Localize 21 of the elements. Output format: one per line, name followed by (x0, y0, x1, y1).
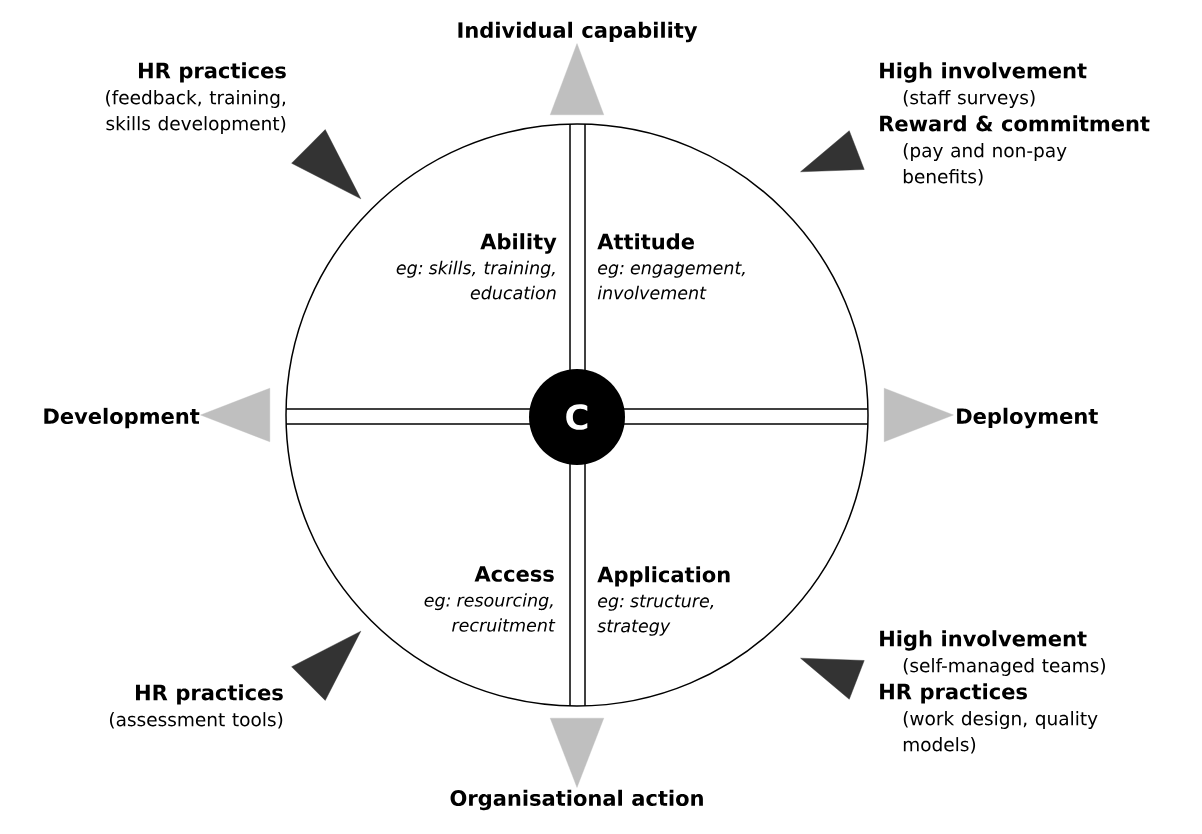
circle (285, 123, 869, 707)
arrow (291, 630, 362, 701)
practice-label: HR practices (feedback, training, skills development) (106, 62, 286, 134)
axis-label: Deployment (957, 407, 1098, 429)
quadrant-label: Ability eg: skills, training, education (396, 233, 557, 300)
arrow (883, 388, 954, 442)
axis-label: Development (44, 407, 200, 429)
axis-label: Individual capability (458, 21, 698, 43)
quadrant-label: Application eg: structure, strategy (597, 566, 730, 636)
arrow (800, 130, 865, 172)
arrow (550, 43, 604, 116)
quadrant-label: Access eg: resourcing, recruitment (424, 566, 556, 632)
practice-label: HR practices (assessment tools) (109, 684, 283, 729)
arrow (550, 717, 604, 788)
arrow (291, 129, 362, 200)
practice-label: High involvement (staff surveys) Reward & commitment (pay and non-pay benefits) (880, 62, 1150, 186)
arrow (200, 388, 271, 442)
quadrant-label: Attitude eg: engagement, involvement (597, 233, 745, 300)
practice-label: High involvement (self-managed teams) HR practices (work design, quality models) (880, 630, 1105, 754)
axis-label: Organisational action (450, 789, 703, 811)
arrow (800, 658, 865, 700)
